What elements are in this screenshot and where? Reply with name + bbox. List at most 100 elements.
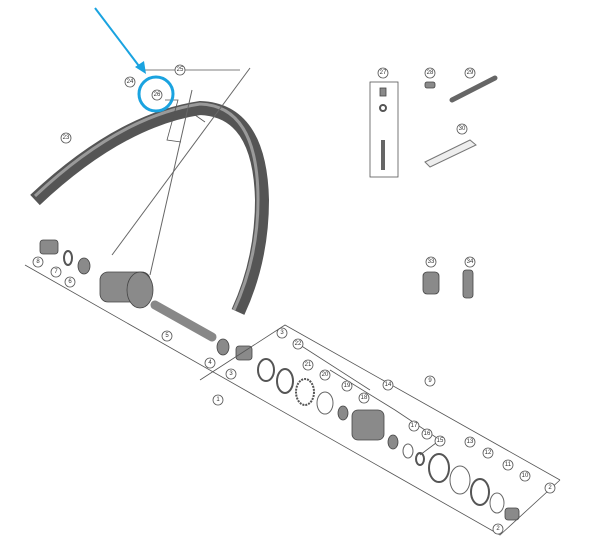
part-label-21: 21	[302, 359, 314, 371]
svg-text:2: 2	[548, 485, 552, 491]
svg-text:28: 28	[427, 70, 434, 76]
adapter-34	[462, 269, 474, 299]
group-bracket	[24, 264, 561, 536]
washer	[63, 250, 73, 266]
part-label-9: 9	[424, 375, 436, 387]
svg-text:19: 19	[344, 383, 351, 389]
spacer	[235, 345, 253, 361]
part-label-11: 11	[502, 459, 514, 471]
svg-text:8: 8	[36, 259, 40, 265]
tool-washer	[379, 104, 387, 112]
part-label-5: 5	[161, 330, 173, 342]
svg-text:10: 10	[522, 473, 529, 479]
bearing	[387, 434, 399, 450]
part-label-6: 6	[64, 276, 76, 288]
svg-text:30: 30	[459, 126, 466, 132]
svg-text:1: 1	[216, 397, 220, 403]
svg-text:2: 2	[496, 526, 500, 532]
ring	[257, 358, 275, 382]
bearing-right	[216, 338, 230, 356]
highlight-circle	[137, 75, 175, 113]
part-label-15: 15	[434, 435, 446, 447]
hub-flange	[126, 271, 154, 309]
svg-text:3: 3	[280, 330, 284, 336]
svg-text:24: 24	[127, 79, 134, 85]
tire-lever	[424, 139, 477, 168]
part-label-13: 13	[464, 436, 476, 448]
wrench	[449, 75, 498, 103]
ring	[449, 465, 471, 495]
svg-text:17: 17	[411, 423, 418, 429]
end-cap-right	[504, 507, 520, 521]
svg-text:21: 21	[305, 362, 312, 368]
snap-ring	[402, 443, 414, 459]
part-label-20: 20	[319, 369, 331, 381]
svg-text:6: 6	[68, 279, 72, 285]
part-label-27: 27	[377, 67, 389, 79]
part-label-23: 23	[60, 132, 72, 144]
ring	[316, 391, 334, 415]
part-label-1: 1	[212, 394, 224, 406]
seal	[415, 452, 425, 466]
svg-text:13: 13	[467, 439, 474, 445]
end-cap-left	[39, 239, 59, 255]
part-label-14: 14	[382, 379, 394, 391]
seal	[337, 405, 349, 421]
part-label-24: 24	[124, 76, 136, 88]
ring	[428, 453, 450, 483]
part-label-19: 19	[341, 380, 353, 392]
svg-text:27: 27	[380, 70, 387, 76]
part-label-4: 4	[204, 357, 216, 369]
arrow-head-icon	[135, 61, 146, 74]
spoke	[149, 89, 193, 276]
part-label-8: 8	[32, 256, 44, 268]
rim-highlight	[33, 102, 260, 311]
svg-text:11: 11	[505, 462, 512, 468]
part-label-12: 12	[482, 447, 494, 459]
bearing	[77, 257, 91, 275]
adapter-33	[422, 271, 440, 295]
part-label-26: 26	[151, 89, 163, 101]
axle	[150, 300, 217, 342]
svg-text:33: 33	[428, 259, 435, 265]
part-label-22: 22	[292, 338, 304, 350]
svg-text:18: 18	[361, 395, 368, 401]
ring	[276, 368, 294, 394]
ring	[489, 492, 505, 514]
svg-text:16: 16	[424, 431, 431, 437]
svg-text:12: 12	[485, 450, 492, 456]
part-label-33: 33	[425, 256, 437, 268]
part-label-7: 7	[50, 266, 62, 278]
svg-text:7: 7	[54, 269, 58, 275]
part-label-18: 18	[358, 392, 370, 404]
accessory-28	[424, 81, 436, 89]
part-label-17: 17	[408, 420, 420, 432]
svg-text:26: 26	[154, 92, 161, 98]
svg-text:22: 22	[295, 341, 302, 347]
part-label-28: 28	[424, 67, 436, 79]
svg-text:29: 29	[467, 70, 474, 76]
part-label-10: 10	[519, 470, 531, 482]
part-label-2: 2	[544, 482, 556, 494]
svg-text:9: 9	[428, 378, 432, 384]
tool-kit-box	[369, 81, 399, 178]
svg-text:5: 5	[165, 333, 169, 339]
highlight-arrow	[94, 7, 143, 71]
ring	[470, 478, 490, 506]
ratchet-ring	[295, 378, 315, 406]
svg-text:14: 14	[385, 382, 392, 388]
svg-text:25: 25	[177, 67, 184, 73]
part-label-16: 16	[421, 428, 433, 440]
tool-bit	[379, 87, 387, 97]
part-label-30: 30	[456, 123, 468, 135]
svg-text:3: 3	[229, 371, 233, 377]
freehub-body	[351, 409, 385, 441]
part-label-3: 3	[225, 368, 237, 380]
part-label-34: 34	[464, 256, 476, 268]
part-label-29: 29	[464, 67, 476, 79]
part-label-2: 2	[492, 523, 504, 535]
part-label-25: 25	[174, 64, 186, 76]
svg-text:15: 15	[437, 438, 444, 444]
svg-text:20: 20	[322, 372, 329, 378]
